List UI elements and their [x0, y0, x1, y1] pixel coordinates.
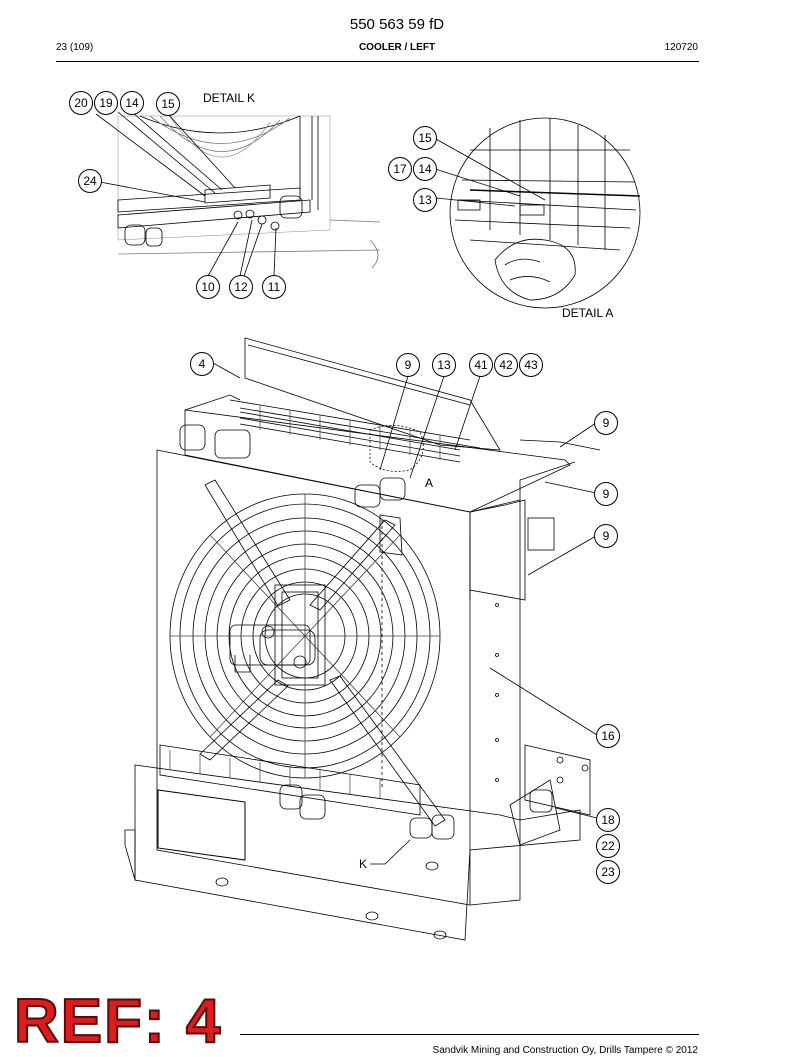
- document-number: 550 563 59 fD: [349, 16, 445, 33]
- callout-14: 14: [120, 91, 144, 115]
- callout-23: 23: [596, 860, 620, 884]
- page-number: 23 (109): [56, 42, 94, 53]
- callout-43: 43: [519, 353, 543, 377]
- callout-9: 9: [594, 411, 618, 435]
- detail-k-marker: K: [359, 857, 368, 871]
- callout-19: 19: [94, 91, 118, 115]
- footer-rule: [240, 1034, 699, 1035]
- callout-15: 15: [413, 126, 437, 150]
- callout-15: 15: [156, 92, 180, 116]
- date-code: 120720: [664, 42, 698, 53]
- callout-4: 4: [190, 352, 214, 376]
- ref-stamp: REF: 4: [13, 986, 223, 1057]
- callout-10: 10: [196, 275, 220, 299]
- callout-41: 41: [469, 353, 493, 377]
- callout-42: 42: [494, 353, 518, 377]
- detail-a-label: DETAIL A: [562, 306, 614, 320]
- callout-11: 11: [262, 275, 286, 299]
- callout-24: 24: [78, 169, 102, 193]
- fan-guard: [169, 493, 441, 779]
- main-cooler-drawing: [124, 337, 601, 941]
- detail-k-label: DETAIL K: [203, 91, 256, 105]
- callout-13: 13: [413, 188, 437, 212]
- detail-k-drawing: [95, 111, 381, 277]
- callout-20: 20: [69, 91, 93, 115]
- callout-18: 18: [596, 808, 620, 832]
- section-title: COOLER / LEFT: [358, 42, 436, 53]
- callout-9: 9: [594, 482, 618, 506]
- detail-a-marker: A: [425, 476, 434, 490]
- copyright-text: Sandvik Mining and Construction Oy, Dril…: [432, 1045, 698, 1056]
- detail-a-drawing: [431, 117, 641, 309]
- callout-12: 12: [229, 275, 253, 299]
- callout-9: 9: [396, 353, 420, 377]
- callout-17: 17: [388, 157, 412, 181]
- callout-14: 14: [413, 157, 437, 181]
- callout-16: 16: [596, 724, 620, 748]
- header-rule: [56, 61, 699, 62]
- callout-13: 13: [432, 353, 456, 377]
- callout-22: 22: [596, 834, 620, 858]
- callout-9: 9: [594, 524, 618, 548]
